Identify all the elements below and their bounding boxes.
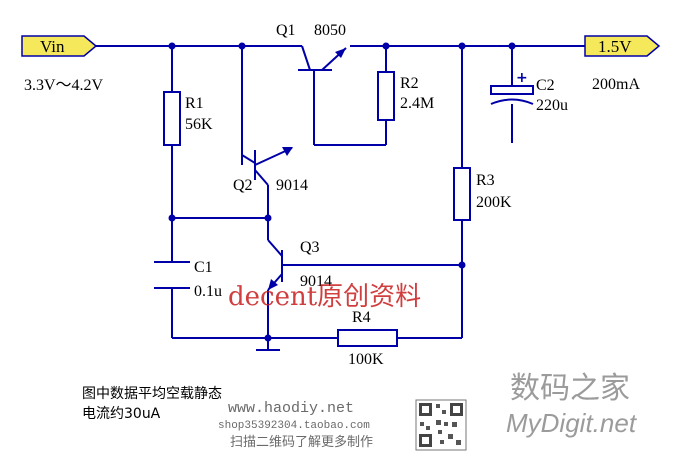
q2-ref: Q2 bbox=[233, 177, 253, 194]
c1-value: 0.1u bbox=[194, 283, 222, 300]
r4-value: 100K bbox=[348, 351, 384, 368]
port-vin-shape bbox=[21, 35, 98, 57]
port-vout-label: 1.5V bbox=[598, 37, 632, 56]
r4-ref: R4 bbox=[352, 309, 371, 326]
q3-collector-leg bbox=[267, 239, 283, 257]
q3-value: 9014 bbox=[300, 273, 332, 290]
c1-ref: C1 bbox=[194, 259, 213, 276]
q2-value: 9014 bbox=[276, 177, 308, 194]
watermark-brand-en: MyDigit.net bbox=[506, 408, 638, 438]
q2-emitter-leg bbox=[254, 169, 269, 186]
junction-dot bbox=[458, 261, 466, 269]
port-vout: 1.5V bbox=[584, 35, 661, 57]
junction-dot bbox=[458, 42, 466, 50]
capacitor-c2 bbox=[490, 85, 534, 105]
resistor-r1 bbox=[163, 91, 181, 146]
r1-value: 56K bbox=[185, 116, 213, 133]
c2-ref: C2 bbox=[536, 77, 555, 94]
q1-value: 8050 bbox=[314, 22, 346, 39]
transistor-q3 bbox=[267, 239, 294, 291]
junction-dot bbox=[264, 214, 272, 222]
watermark-scan: 扫描二维码了解更多制作 bbox=[230, 434, 373, 450]
c2-value: 220u bbox=[536, 97, 568, 114]
qr-code-icon bbox=[415, 399, 467, 451]
junction-dot bbox=[382, 42, 390, 50]
q2-collector-leg bbox=[241, 154, 256, 164]
q1-ref: Q1 bbox=[276, 22, 296, 39]
note-line2: 电流约30uA bbox=[82, 406, 161, 422]
c2-plate-positive bbox=[490, 85, 534, 95]
port-vin-label: Vin bbox=[40, 37, 65, 56]
r2-ref: R2 bbox=[400, 75, 419, 92]
c2-plate-negative bbox=[490, 98, 534, 105]
q3-emitter-arrow-icon bbox=[268, 279, 278, 290]
c2-plus-icon: + bbox=[516, 70, 528, 86]
capacitor-c1 bbox=[154, 261, 190, 289]
resistor-r3 bbox=[453, 167, 471, 221]
watermark-brand-cn: 数码之家 bbox=[510, 372, 630, 405]
input-range-label: 3.3V～4.2V bbox=[24, 77, 104, 94]
junction-dot bbox=[238, 42, 246, 50]
output-current-label: 200mA bbox=[592, 76, 640, 93]
r3-value: 200K bbox=[476, 194, 512, 211]
ground-icon bbox=[256, 338, 280, 351]
junction-dot bbox=[168, 42, 176, 50]
resistor-r2 bbox=[377, 71, 395, 121]
resistor-r4 bbox=[337, 329, 398, 347]
port-vin: Vin bbox=[21, 35, 98, 57]
junction-dot bbox=[508, 42, 516, 50]
q1-collector-leg bbox=[301, 45, 311, 71]
watermark-site: www.haodiy.net bbox=[228, 400, 354, 417]
transistor-q1 bbox=[298, 45, 347, 78]
port-vout-shape bbox=[584, 35, 661, 57]
q1-emitter-arrow-icon bbox=[335, 48, 346, 58]
transistor-q2 bbox=[241, 147, 293, 186]
r3-ref: R3 bbox=[476, 172, 495, 189]
r1-ref: R1 bbox=[185, 95, 204, 112]
junction-dot bbox=[168, 214, 176, 222]
watermark-shop: shop35392304.taobao.com bbox=[218, 420, 370, 432]
q2-arrow-icon bbox=[282, 147, 293, 156]
watermark-decent: decent原创资料 bbox=[228, 282, 421, 312]
q3-ref: Q3 bbox=[300, 239, 320, 256]
note-line1: 图中数据平均空载静态 bbox=[82, 386, 222, 402]
r2-value: 2.4M bbox=[400, 95, 434, 112]
